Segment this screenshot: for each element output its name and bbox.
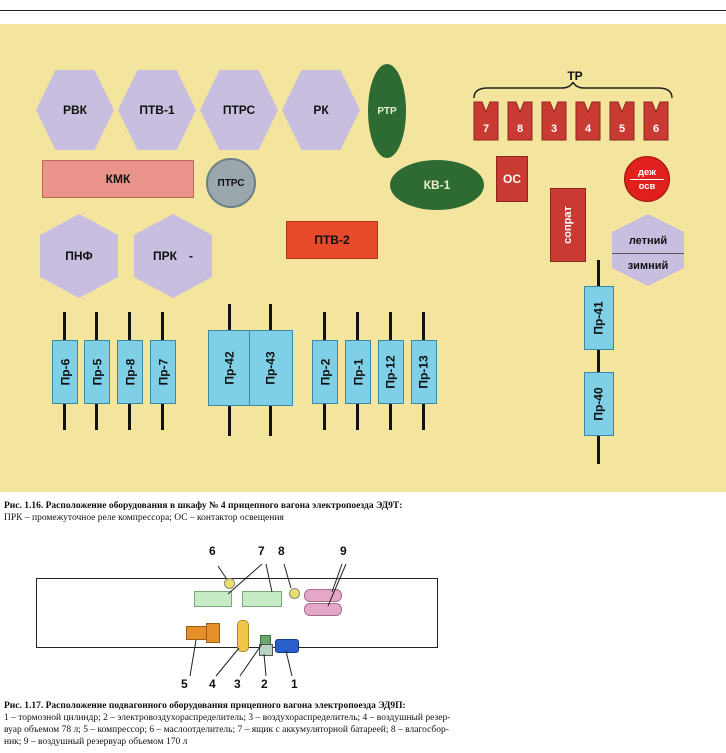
fuse-pr43-label: Пр-43 (264, 351, 278, 385)
tr-item-3: 3 (550, 123, 558, 135)
tr-item-4: 4 (584, 123, 592, 135)
fuse-chain-wire (597, 260, 600, 464)
tr-relays (473, 101, 669, 141)
fuse-pr5: Пр-5 (84, 340, 110, 404)
ptrs-circle: ПТРС (206, 158, 256, 208)
battery-box-right (242, 591, 282, 607)
fuse-pr7-label: Пр-7 (156, 358, 170, 386)
hex-pnf: ПНФ (40, 214, 118, 298)
fuse-pr42: Пр-42 (208, 330, 252, 406)
dezh-osv-circle: деж осв (624, 156, 670, 202)
caption-1-16-title: Рис. 1.16. Расположение оборудования в ш… (4, 501, 403, 511)
label-1: 1 (291, 677, 298, 691)
letniy-label: летний (628, 234, 668, 247)
kmk-block: КМК (42, 160, 194, 198)
letniy-zimniy-switch: летний зимний (612, 214, 684, 286)
fuse-pr43: Пр-43 (249, 330, 293, 406)
fuse-pr6: Пр-6 (52, 340, 78, 404)
fuse-pr40: Пр-40 (584, 372, 614, 436)
label-3: 3 (234, 677, 241, 691)
fuse-pr1-label: Пр-1 (351, 358, 365, 386)
prk-label: ПРК (153, 249, 177, 263)
fuse-pr12-label: Пр-12 (384, 355, 398, 389)
tr-item-7: 7 (482, 123, 490, 135)
fuse-pr6-label: Пр-6 (58, 358, 72, 386)
fuse-pr8-label: Пр-8 (123, 358, 137, 386)
compressor-head (206, 623, 220, 643)
prk-dot: - (188, 249, 193, 263)
figure-1-16-caption: Рис. 1.16. Расположение оборудования в ш… (4, 500, 402, 524)
soprat-label: сопрат (562, 206, 574, 244)
figure-1-17-caption: Рис. 1.17. Расположение подвагонного обо… (4, 700, 450, 748)
tr-brace (473, 82, 673, 99)
fuse-pr42-label: Пр-42 (223, 351, 237, 385)
hex-ptv1: ПТВ-1 (118, 70, 196, 150)
reservoir-78 (237, 620, 249, 652)
leader-lines (189, 563, 347, 677)
fuse-pr13: Пр-13 (411, 340, 437, 404)
fuse-pr1: Пр-1 (345, 340, 371, 404)
kv1-ellipse: КВ-1 (390, 160, 484, 210)
caption-1-17-title: Рис. 1.17. Расположение подвагонного обо… (4, 701, 406, 711)
top-rule (0, 10, 726, 11)
hex-ptrs: ПТРС (200, 70, 278, 150)
label-2: 2 (261, 677, 268, 691)
hex-prk: ПРК - (134, 214, 212, 298)
brake-cylinder (275, 639, 299, 653)
switch-divider (612, 252, 684, 254)
caption-1-17-line-2: вуар объемом 78 л; 5 – компрессор; 6 – м… (4, 725, 449, 735)
label-9: 9 (340, 544, 347, 558)
dezh-label: деж (638, 166, 656, 178)
tr-item-5: 5 (618, 123, 626, 135)
fuse-pr7: Пр-7 (150, 340, 176, 404)
tr-item-8: 8 (516, 123, 524, 135)
fuse-pr41-label: Пр-41 (592, 301, 606, 335)
caption-1-16-text: ПРК – промежуточное реле компрессора; ОС… (4, 513, 284, 523)
label-7: 7 (258, 544, 265, 558)
fuse-pr2-label: Пр-2 (318, 358, 332, 386)
oil-separator (224, 578, 235, 589)
figure-1-17-underframe: 6 7 8 9 5 4 3 2 1 (0, 540, 726, 691)
os-contactor: ОС (496, 156, 528, 202)
fuse-pr40-label: Пр-40 (592, 387, 606, 421)
reservoir-170-b (304, 603, 342, 616)
label-5: 5 (181, 677, 188, 691)
fuse-pr2: Пр-2 (312, 340, 338, 404)
dezh-divider (630, 178, 664, 180)
soprat-block: сопрат (550, 188, 586, 262)
fuse-pr8: Пр-8 (117, 340, 143, 404)
label-4: 4 (209, 677, 216, 691)
fuse-pr5-label: Пр-5 (90, 358, 104, 386)
fuse-pr13-label: Пр-13 (417, 355, 431, 389)
ptv2-block: ПТВ-2 (286, 221, 378, 259)
figure-1-16-cabinet: РВК ПТВ-1 ПТРС РК РТР ТР 7 8 3 4 5 6 КМК… (0, 24, 726, 492)
electro-air-distributor (259, 644, 273, 656)
moisture-collector (289, 588, 300, 599)
rtr-ellipse: РТР (368, 64, 406, 158)
reservoir-170-a (304, 589, 342, 602)
hex-rk: РК (282, 70, 360, 150)
label-8: 8 (278, 544, 285, 558)
caption-1-17-line-3: ник; 9 – воздушный резервуар объемом 170… (4, 737, 188, 747)
fuse-pr41: Пр-41 (584, 286, 614, 350)
hex-rvk: РВК (36, 70, 114, 150)
label-6: 6 (209, 544, 216, 558)
tr-label: ТР (567, 69, 583, 83)
fuse-pr12: Пр-12 (378, 340, 404, 404)
tr-item-6: 6 (652, 123, 660, 135)
osv-label: осв (638, 180, 656, 192)
battery-box-left (194, 591, 232, 607)
zimniy-label: зимний (627, 259, 669, 272)
caption-1-17-line-1: 1 – тормозной цилиндр; 2 – электровоздух… (4, 713, 451, 723)
